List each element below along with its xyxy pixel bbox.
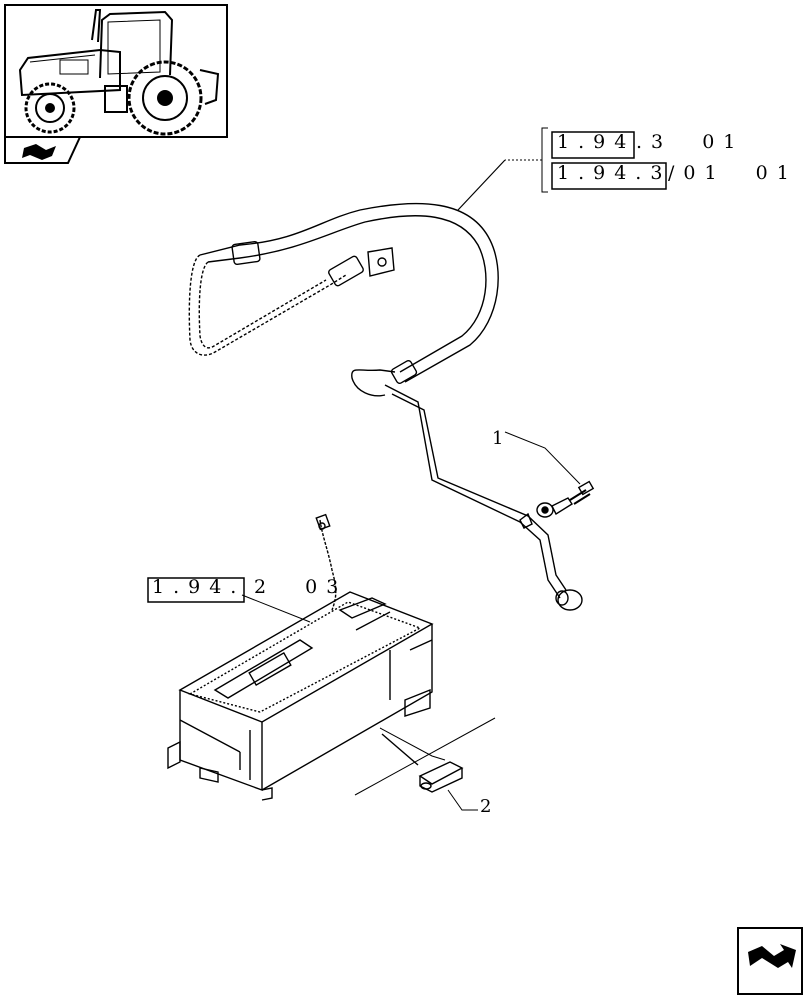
hose-assembly xyxy=(188,202,583,611)
ref-box-a xyxy=(551,131,635,159)
next-page-arrow-icon[interactable] xyxy=(737,927,803,995)
ref-box-c xyxy=(147,577,245,603)
callout-item-1[interactable]: 1 xyxy=(492,428,504,449)
ref-a-suffix: .3 01 xyxy=(636,131,745,153)
ref-a-code[interactable]: 1.94 xyxy=(557,131,636,153)
ref-box-b xyxy=(551,162,667,190)
tractor-thumbnail-icon[interactable] xyxy=(4,4,228,138)
control-unit xyxy=(167,513,434,801)
electronic-key xyxy=(354,717,496,811)
callout-item-2[interactable]: 2 xyxy=(480,796,492,817)
ref-c-suffix: 2 03 xyxy=(254,576,348,598)
pressure-sensor xyxy=(504,431,595,518)
ref-b-suffix: /01 01 xyxy=(668,162,798,184)
ref-c-code[interactable]: 1.94. xyxy=(152,576,246,598)
open-book-icon[interactable] xyxy=(4,136,82,164)
ref-b-code[interactable]: 1.94.3 xyxy=(557,162,672,184)
